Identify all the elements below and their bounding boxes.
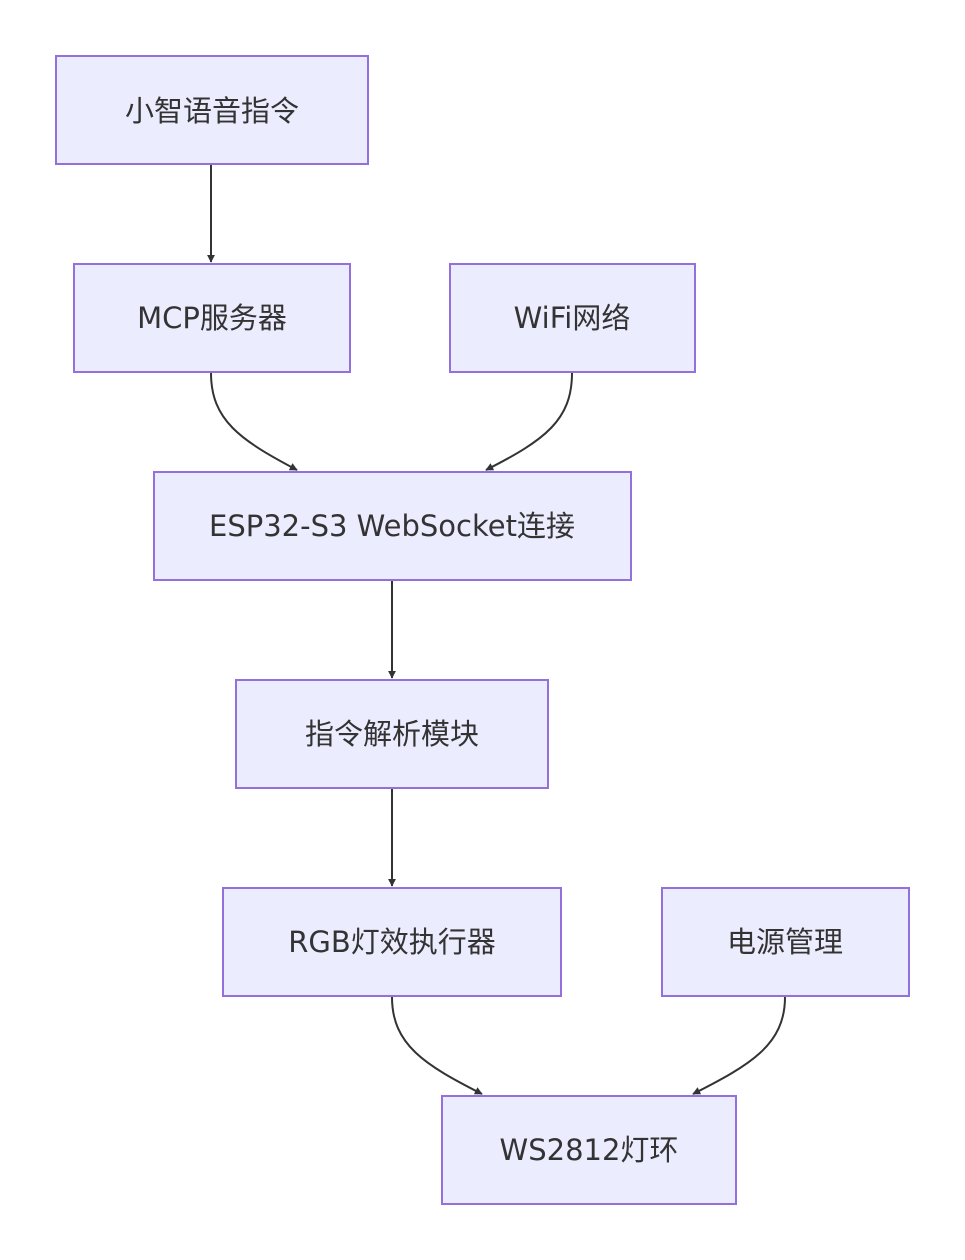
node-voice-command: 小智语音指令 bbox=[55, 55, 369, 165]
node-label: WiFi网络 bbox=[514, 301, 631, 335]
node-mcp-server: MCP服务器 bbox=[73, 263, 351, 373]
node-box bbox=[441, 1095, 737, 1205]
node-rgb-effect-executor: RGB灯效执行器 bbox=[222, 887, 562, 997]
node-command-parser: 指令解析模块 bbox=[235, 679, 549, 789]
node-label: RGB灯效执行器 bbox=[288, 925, 496, 959]
edge-wifi-to-esp32 bbox=[485, 372, 573, 471]
node-box bbox=[449, 263, 696, 373]
node-label: 小智语音指令 bbox=[125, 94, 299, 128]
node-ws2812-ring: WS2812灯环 bbox=[441, 1095, 737, 1205]
edges bbox=[207, 165, 786, 1095]
edge-rgb-to-ws2812 bbox=[391, 996, 483, 1095]
node-wifi-network: WiFi网络 bbox=[449, 263, 696, 373]
node-label: 指令解析模块 bbox=[305, 717, 479, 751]
node-box bbox=[55, 55, 369, 165]
node-esp32-websocket: ESP32-S3 WebSocket连接 bbox=[153, 471, 632, 581]
node-label: 电源管理 bbox=[727, 925, 843, 959]
edge-power-to-ws2812 bbox=[692, 996, 786, 1095]
node-box bbox=[153, 471, 632, 581]
node-label: WS2812灯环 bbox=[500, 1133, 679, 1167]
node-box bbox=[235, 679, 549, 789]
node-box bbox=[222, 887, 562, 997]
node-label: MCP服务器 bbox=[137, 301, 287, 335]
node-power-management: 电源管理 bbox=[661, 887, 910, 997]
edge-mcp-to-esp32 bbox=[210, 372, 298, 471]
node-box bbox=[73, 263, 351, 373]
node-label: ESP32-S3 WebSocket连接 bbox=[209, 509, 575, 543]
node-box bbox=[661, 887, 910, 997]
